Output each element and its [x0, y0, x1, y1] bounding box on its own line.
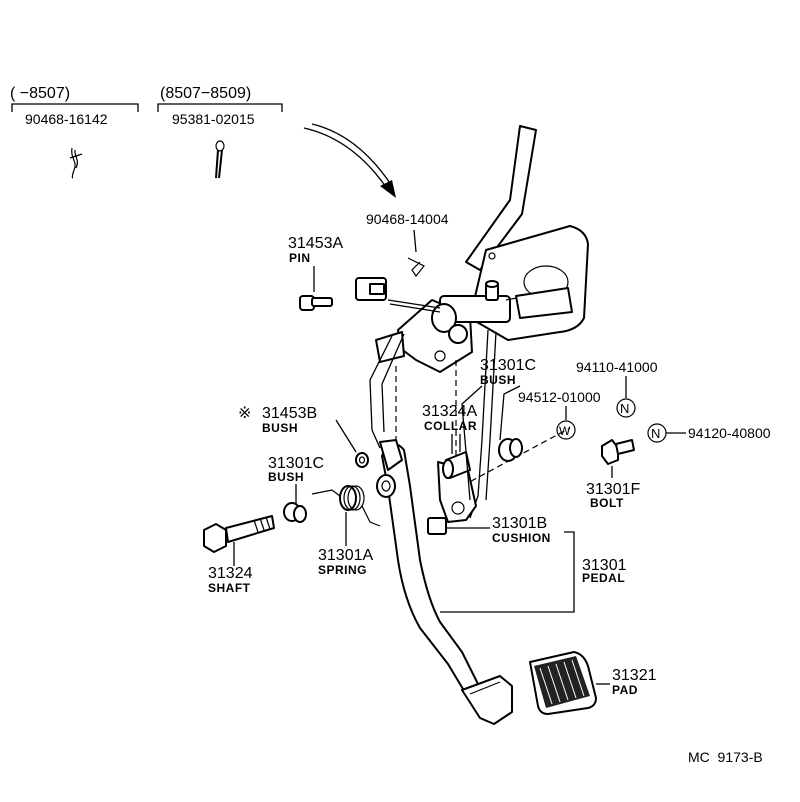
bush-c-leader-left [461, 385, 483, 501]
pivot-bush-part [376, 439, 403, 498]
range-a-label: ( −8507) [10, 85, 70, 102]
bush-c-left-part [283, 502, 307, 523]
shaft-name: SHAFT [208, 581, 251, 595]
bush-b-mark: ※ [238, 405, 251, 422]
pedal-leader [440, 531, 575, 613]
shaft-bolt-part [203, 515, 275, 553]
washer-w-icon: W [556, 420, 576, 440]
bush-c-name: BUSH [480, 373, 516, 387]
nut2-n-icon: N [647, 423, 667, 443]
pad-name: PAD [612, 683, 638, 697]
svg-text:W: W [559, 424, 571, 438]
cushion-number[interactable]: 31301B [492, 515, 547, 532]
pedal-arm [381, 442, 513, 725]
direction-arrow-icon [303, 123, 396, 198]
spring-number[interactable]: 31301A [318, 547, 373, 564]
pin-number[interactable]: 31453A [288, 235, 343, 252]
clevis-pin-icon [299, 295, 333, 311]
pedal-bracket-assembly [355, 125, 589, 519]
bush-b-part [355, 452, 369, 468]
bolt-number[interactable]: 31301F [586, 481, 640, 498]
collar-number[interactable]: 31324A [422, 403, 477, 420]
range-b-label: (8507−8509) [160, 85, 251, 102]
svg-text:N: N [620, 401, 629, 416]
bolt-name: BOLT [590, 496, 624, 510]
washer-number[interactable]: 94512-01000 [518, 389, 601, 405]
pin-name: PIN [289, 251, 311, 265]
bush-c-left-number[interactable]: 31301C [268, 455, 324, 472]
pedal-name: PEDAL [582, 571, 625, 585]
bush-c-number[interactable]: 31301C [480, 357, 536, 374]
pin-clip-leader [413, 229, 417, 253]
bush-c-left-name: BUSH [268, 470, 304, 484]
part-a-number[interactable]: 90468-16142 [25, 111, 108, 127]
nut2-number[interactable]: 94120-40800 [688, 425, 771, 441]
top-left-variant-b: (8507−8509) 95381-02015 [157, 85, 283, 179]
pedal-number[interactable]: 31301 [582, 557, 627, 574]
pin-clip-icon [407, 257, 425, 278]
bush-right-part [498, 438, 523, 462]
bolt-part [601, 439, 635, 465]
spring-name: SPRING [318, 563, 367, 577]
part-b-number[interactable]: 95381-02015 [172, 111, 255, 127]
pedal-pad-part [529, 651, 597, 715]
shaft-number[interactable]: 31324 [208, 565, 253, 582]
top-left-variant-a: ( −8507) 90468-16142 [10, 85, 139, 179]
snap-pin-icon [69, 147, 83, 179]
bush-b-number[interactable]: 31453B [262, 405, 317, 422]
nut-number[interactable]: 94110-41000 [576, 359, 658, 375]
nut-n-icon: N [616, 398, 636, 418]
bush-b-leader [335, 419, 357, 453]
range-b-bracket [157, 103, 283, 112]
range-a-bracket [11, 103, 139, 112]
return-spring-part [311, 485, 381, 527]
cushion-part [427, 517, 447, 535]
bush-c-leader-right [499, 385, 521, 441]
bush-b-name: BUSH [262, 421, 298, 435]
svg-text:N: N [651, 426, 660, 441]
pin-clip-number[interactable]: 90468-14004 [366, 211, 449, 227]
diagram-code: MC 9173-B [688, 749, 763, 765]
collar-part [442, 451, 471, 479]
collar-name: COLLAR [424, 419, 477, 433]
pad-number[interactable]: 31321 [612, 667, 657, 684]
cushion-name: CUSHION [492, 531, 551, 545]
cotter-pin-icon [215, 140, 225, 179]
